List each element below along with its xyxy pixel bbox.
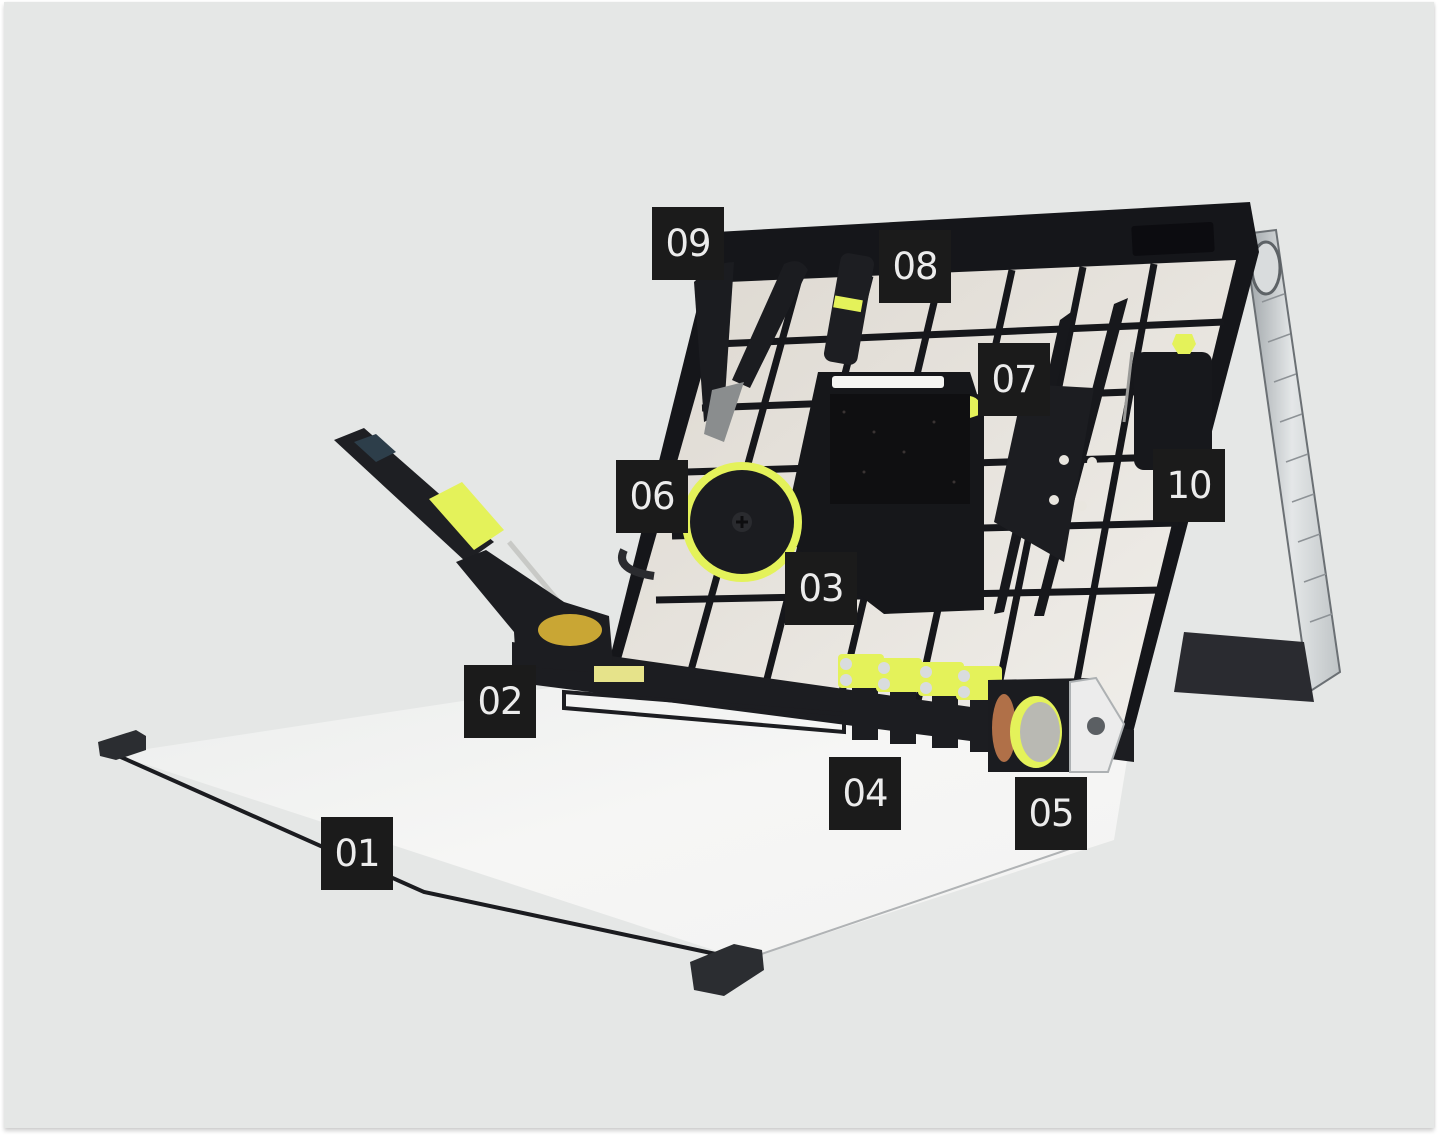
callout-08-helping-hand-clip[interactable]: 08 xyxy=(879,230,951,303)
helping-hand-clip xyxy=(823,253,875,365)
callout-02-soldering-iron-stand[interactable]: 02 xyxy=(464,665,536,738)
cable-reel xyxy=(618,462,802,582)
solder-spool-holder xyxy=(988,676,1126,773)
product-image-card: 01 02 03 04 05 06 07 08 09 10 xyxy=(4,2,1434,1128)
soldering-iron-stand xyxy=(456,550,644,682)
flush-cutters xyxy=(694,261,808,442)
flux-syringe-holder xyxy=(1122,334,1212,470)
tweezers-holder xyxy=(994,298,1128,616)
callout-05-solder-spool-holder[interactable]: 05 xyxy=(1015,777,1087,850)
callout-09-flush-cutters[interactable]: 09 xyxy=(652,207,724,280)
callout-10-flux-syringe-holder[interactable]: 10 xyxy=(1153,449,1225,522)
callout-07-tweezers-holder[interactable]: 07 xyxy=(978,343,1050,416)
soldering-station-illustration xyxy=(98,202,1342,996)
soldering-iron xyxy=(334,428,561,604)
callout-03-fume-extractor[interactable]: 03 xyxy=(785,552,857,625)
callout-04-pcb-clamps[interactable]: 04 xyxy=(829,757,901,830)
work-mat xyxy=(98,678,1128,996)
callout-01-work-mat[interactable]: 01 xyxy=(321,817,393,890)
rear-stand-leg xyxy=(1174,228,1342,702)
callout-06-cable-reel[interactable]: 06 xyxy=(616,460,688,533)
